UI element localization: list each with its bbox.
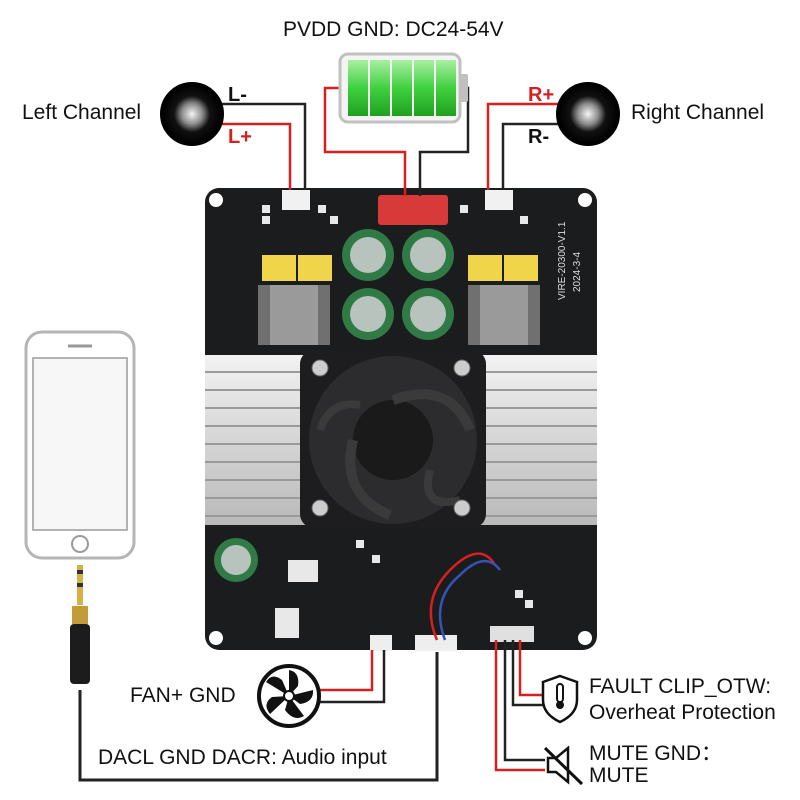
right-negative-label: R- [528,126,550,148]
wiring [78,86,560,782]
thermometer-shield-icon [541,674,579,724]
fan-icon [257,664,321,728]
right-positive-label: R+ [528,84,555,106]
battery-icon [338,52,468,124]
audio-input-connector [415,635,457,651]
overheat-protection-label: Overheat Protection [589,701,776,724]
cooling-fan [300,350,486,528]
film-capacitors [262,255,538,281]
left-speaker-icon [160,82,224,146]
electrolytic-capacitors [214,229,454,582]
fault-label: FAULT CLIP_OTW: [589,675,772,698]
fan-connector [370,635,392,651]
audio-input-label: DACL GND DACR: Audio input [98,746,387,769]
audio-jack-plug-icon [70,565,90,684]
board-model-text: VIRE-20300-V1.1 [557,221,568,300]
left-channel-label: Left Channel [22,101,142,124]
control-header [490,626,534,642]
power-terminal [378,195,448,225]
output-inductors [258,285,540,345]
fan-label: FAN+ GND [130,684,236,707]
right-speaker-terminal [485,190,513,210]
left-positive-label: L+ [228,126,252,148]
power-supply-label: PVDD GND: DC24-54V [283,18,504,41]
smartphone-icon [24,330,136,560]
left-negative-label: L- [228,84,247,106]
amplifier-board: VIRE-20300-V1.1 2024-3-4 [205,188,597,651]
right-speaker-icon [556,82,620,146]
left-speaker-terminal [282,190,310,210]
mute-speaker-icon [543,745,584,786]
board-date-text: 2024-3-4 [572,252,583,292]
mute-gnd-label: MUTE GND： [589,742,722,765]
mute-label: MUTE [589,764,649,787]
right-channel-label: Right Channel [631,101,765,124]
